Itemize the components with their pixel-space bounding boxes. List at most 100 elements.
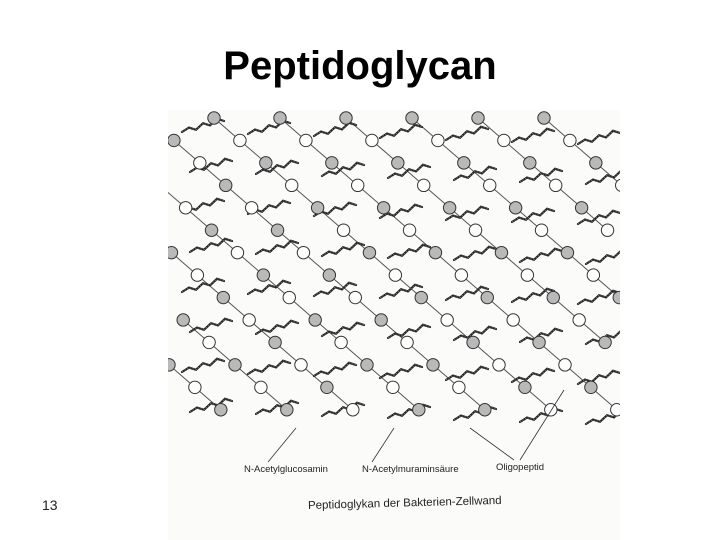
n-acetylglucosamin-unit: [483, 178, 497, 193]
n-acetylglucosamin-unit: [254, 380, 268, 395]
n-acetylmuraminsaeure-unit: [204, 223, 219, 237]
n-acetylmuraminsaeure-unit: [374, 313, 388, 327]
oligopeptide-crosslink-detail: [321, 242, 365, 257]
n-acetylglucosamin-unit: [193, 156, 207, 170]
n-acetylglucosamin-unit: [586, 268, 601, 282]
n-acetylmuraminsaeure-unit: [532, 335, 546, 350]
n-acetylmuraminsaeure-unit: [405, 111, 419, 125]
n-acetylmuraminsaeure-unit: [362, 245, 377, 260]
leader-peptide-1: [469, 427, 515, 461]
n-acetylmuraminsaeure-unit: [471, 111, 485, 125]
n-acetylglucosamin-unit: [610, 403, 620, 417]
slide-title: Peptidoglycan: [223, 44, 497, 88]
leader-nag: [267, 427, 297, 463]
oligopeptide-crosslink: [510, 127, 556, 144]
oligopeptide-crosslink-detail: [255, 400, 299, 415]
oligopeptide-crosslink-detail: [379, 124, 423, 139]
n-acetylglucosamin-unit: [334, 335, 348, 350]
oligopeptide-crosslink: [584, 170, 620, 186]
n-acetylmuraminsaeure-unit: [546, 290, 560, 305]
oligopeptide-crosslink-detail: [247, 360, 291, 375]
n-acetylmuraminsaeure-unit: [256, 268, 271, 282]
oligopeptide-crosslink-detail: [313, 362, 357, 377]
oligopeptide-crosslink-detail: [181, 278, 225, 293]
n-acetylmuraminsaeure-unit: [310, 201, 325, 215]
oligopeptide-crosslink-detail: [255, 240, 299, 255]
n-acetylglucosamin-unit: [202, 335, 216, 350]
oligopeptide-crosslink-detail: [379, 204, 423, 219]
oligopeptide-crosslink-detail: [189, 318, 233, 333]
oligopeptide-crosslink: [312, 361, 358, 378]
oligopeptide-crosslink: [188, 237, 234, 254]
n-acetylglucosamin-unit: [402, 223, 417, 237]
n-acetylmuraminsaeure-unit: [308, 313, 322, 327]
n-acetylglucosamin-unit: [190, 268, 205, 282]
label-n-acetylglucosamin: N-Acetylglucosamin: [244, 464, 328, 475]
oligopeptide-crosslink-detail: [181, 198, 225, 213]
n-acetylmuraminsaeure-unit: [207, 111, 221, 125]
oligopeptide-crosslink: [452, 245, 498, 262]
oligopeptide-crosslink-detail: [387, 164, 431, 179]
oligopeptide-crosslink-detail: [577, 210, 620, 225]
label-n-acetylmuraminsaeure: N-Acetylmuraminsäure: [362, 464, 459, 475]
oligopeptide-crosslink: [518, 247, 564, 264]
n-acetylglucosamin-unit: [534, 223, 549, 237]
oligopeptide-crosslink-detail: [453, 166, 497, 181]
leader-nam: [371, 427, 395, 463]
oligopeptide-crosslink-detail: [387, 324, 431, 339]
n-acetylmuraminsaeure-unit: [391, 156, 405, 170]
n-acetylmuraminsaeure-unit: [518, 380, 532, 395]
n-acetylmuraminsaeure-unit: [168, 358, 176, 372]
n-acetylmuraminsaeure-unit: [612, 290, 620, 305]
oligopeptide-crosslink-detail: [321, 322, 365, 337]
n-acetylglucosamin-unit: [558, 358, 572, 372]
n-acetylmuraminsaeure-unit: [428, 245, 443, 260]
n-acetylglucosamin-unit: [178, 201, 193, 215]
n-acetylmuraminsaeure-unit: [494, 245, 509, 260]
n-acetylmuraminsaeure-unit: [589, 156, 603, 170]
n-acetylglucosamin-unit: [299, 133, 313, 148]
oligopeptide-crosslink-detail: [511, 368, 555, 383]
n-acetylglucosamin-unit: [296, 245, 311, 260]
oligopeptide-crosslink-detail: [247, 280, 291, 295]
oligopeptide-crosslink-detail: [577, 290, 620, 305]
oligopeptide-crosslink: [320, 241, 366, 258]
n-acetylglucosamin-unit: [242, 313, 256, 327]
oligopeptide-crosslink-detail: [181, 358, 225, 373]
oligopeptide-crosslink-detail: [445, 206, 489, 221]
n-acetylmuraminsaeure-unit: [325, 156, 339, 170]
n-acetylglucosamin-unit: [520, 268, 535, 282]
n-acetylmuraminsaeure-unit: [584, 380, 598, 395]
n-acetylmuraminsaeure-unit: [228, 358, 242, 372]
n-acetylglucosamin-unit: [563, 133, 577, 148]
oligopeptide-crosslink-detail: [321, 402, 365, 417]
oligopeptide-crosslink: [246, 279, 292, 296]
oligopeptide-crosslink-detail: [255, 160, 299, 175]
oligopeptide-crosslink: [378, 363, 424, 380]
n-acetylmuraminsaeure-unit: [478, 403, 492, 417]
n-acetylmuraminsaeure-unit: [480, 290, 494, 305]
peptidoglycan-lattice: [168, 111, 620, 463]
n-acetylmuraminsaeure-unit: [598, 335, 612, 350]
oligopeptide-crosslink-detail: [511, 288, 555, 303]
n-acetylglucosamin-unit: [285, 178, 299, 193]
oligopeptide-crosslink-detail: [577, 130, 620, 145]
leader-peptide-2: [519, 389, 565, 461]
oligopeptide-crosslink: [444, 365, 490, 382]
n-acetylglucosamin-unit: [282, 290, 296, 305]
oligopeptide-crosslink-detail: [585, 331, 620, 345]
oligopeptide-crosslink: [180, 277, 226, 294]
n-acetylmuraminsaeure-unit: [280, 403, 294, 417]
label-oligopeptid: Oligopeptid: [496, 462, 545, 473]
oligopeptide-crosslink-detail: [379, 284, 423, 299]
oligopeptide-crosslink: [452, 165, 498, 182]
n-acetylmuraminsaeure-unit: [574, 201, 589, 215]
oligopeptide-crosslink-detail: [313, 282, 357, 297]
sugar-units: [168, 111, 620, 417]
oligopeptide-crosslink-detail: [585, 411, 620, 425]
peptidoglycan-diagram: N-Acetylglucosamin N-Acetylmuraminsäure …: [168, 110, 620, 540]
n-acetylglucosamin-unit: [365, 133, 379, 148]
oligopeptide-crosslink-detail: [519, 168, 563, 183]
n-acetylglucosamin-unit: [346, 403, 360, 417]
n-acetylmuraminsaeure-unit: [176, 313, 190, 327]
